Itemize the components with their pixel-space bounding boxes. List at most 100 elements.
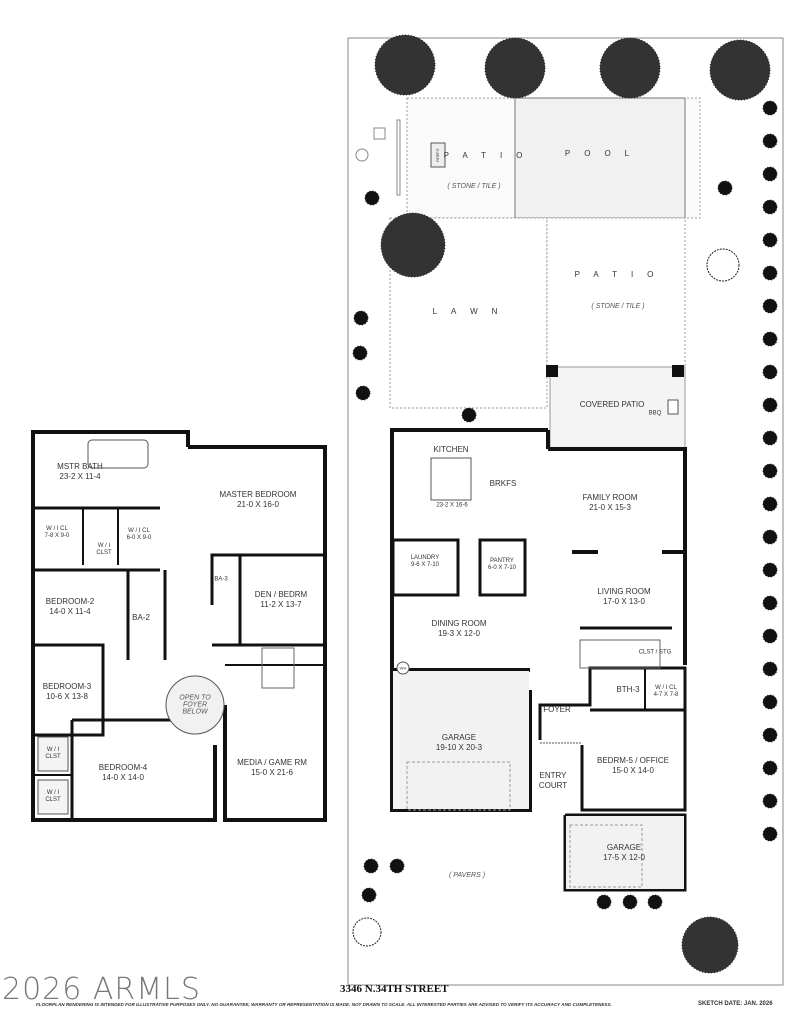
- entry-court: ENTRY COURT: [538, 771, 568, 790]
- room-kitchen: KITCHEN: [433, 445, 469, 454]
- shrub-icon: [762, 364, 778, 380]
- shrub-icon: [762, 793, 778, 809]
- disclaimer: FLOORPLAN RENDERING IS INTENDED FOR ILLU…: [36, 1002, 612, 1007]
- shrub-icon: [762, 133, 778, 149]
- tree-icon: [599, 37, 661, 99]
- bbq: [667, 399, 679, 415]
- upper-floor: [31, 430, 327, 822]
- room-wi-clst-2: W / I CLST: [45, 747, 61, 760]
- shrub-icon: [762, 232, 778, 248]
- shrub-icon: [762, 529, 778, 545]
- firepit-label: FIREPIT: [436, 148, 440, 162]
- shrub-icon: [762, 595, 778, 611]
- shrub-icon: [762, 694, 778, 710]
- shrub-icon: [706, 248, 740, 282]
- shrub-icon: [762, 298, 778, 314]
- shrub-icon: [762, 199, 778, 215]
- shrub-icon: [762, 331, 778, 347]
- covered-patio-label: COVERED PATIO: [579, 400, 645, 409]
- pavers-label: ( PAVERS ): [448, 872, 486, 879]
- water-heater: [396, 661, 410, 675]
- kitchen-island: [430, 457, 472, 501]
- landscaping: [352, 34, 778, 974]
- shrub-icon: [762, 496, 778, 512]
- shrub-icon: [647, 894, 663, 910]
- room-wi-clst-3: W / I CLST: [45, 790, 61, 803]
- clst-stg: CLST / STG: [638, 649, 672, 656]
- shrub-icon: [762, 265, 778, 281]
- shrub-icon: [389, 858, 405, 874]
- shrub-icon: [762, 760, 778, 776]
- shrub-icon: [364, 190, 380, 206]
- shrub-icon: [717, 180, 733, 196]
- shrub-icon: [762, 826, 778, 842]
- patio-2: [546, 217, 686, 369]
- address-title: 3346 N.34TH STREET: [340, 983, 449, 995]
- sketch-date: SKETCH DATE: JAN. 2026: [698, 1001, 773, 1007]
- armls-logo: 2026 ARMLS: [2, 972, 201, 1007]
- patio-2-label: PATIO: [574, 270, 668, 279]
- garage-door: [406, 761, 511, 811]
- lawn-label: LAWN: [432, 307, 512, 316]
- shrub-icon: [762, 463, 778, 479]
- shrub-icon: [762, 430, 778, 446]
- lot-boundary: [347, 37, 784, 986]
- yard-patio-label: PATIO: [443, 151, 537, 160]
- pool-label: POOL: [564, 149, 644, 158]
- stone-tile-2-label: ( STONE / TILE ): [591, 303, 645, 310]
- room-brkfs: BRKFS: [489, 479, 517, 488]
- shrub-icon: [355, 385, 371, 401]
- room-ba-3: BA-3: [214, 576, 228, 583]
- tree-icon: [380, 212, 446, 278]
- stone-tile-label: ( STONE / TILE ): [447, 183, 501, 190]
- shrub-icon: [762, 100, 778, 116]
- shrub-icon: [461, 407, 477, 423]
- shrub-icon: [762, 628, 778, 644]
- tree-icon: [709, 39, 771, 101]
- tree-icon: [681, 916, 739, 974]
- shrub-icon: [352, 345, 368, 361]
- shrub-icon: [596, 894, 612, 910]
- pool: [514, 97, 686, 219]
- room-ba-2: BA-2: [132, 613, 150, 622]
- shrub-icon: [762, 661, 778, 677]
- shrub-icon: [352, 917, 382, 947]
- shrub-icon: [762, 397, 778, 413]
- shrub-icon: [363, 858, 379, 874]
- firepit: [430, 142, 446, 168]
- bbq-label: BBQ: [648, 410, 662, 417]
- room-bth-3: BTH-3: [616, 685, 640, 694]
- tree-icon: [374, 34, 436, 96]
- room-foyer: FOYER: [543, 705, 571, 714]
- covered-patio: [549, 366, 686, 450]
- shrub-icon: [353, 310, 369, 326]
- shrub-icon: [762, 166, 778, 182]
- tree-icon: [484, 37, 546, 99]
- open-to-foyer: [165, 675, 225, 735]
- kitchen-size: 23-2 X 16-6: [436, 502, 468, 509]
- shrub-icon: [762, 727, 778, 743]
- open-to-foyer-label: OPEN TO FOYER BELOW: [179, 694, 211, 716]
- shrub-icon: [361, 887, 377, 903]
- main-floor: [390, 428, 687, 892]
- shrub-icon: [622, 894, 638, 910]
- water-heater-label: WH: [399, 665, 407, 671]
